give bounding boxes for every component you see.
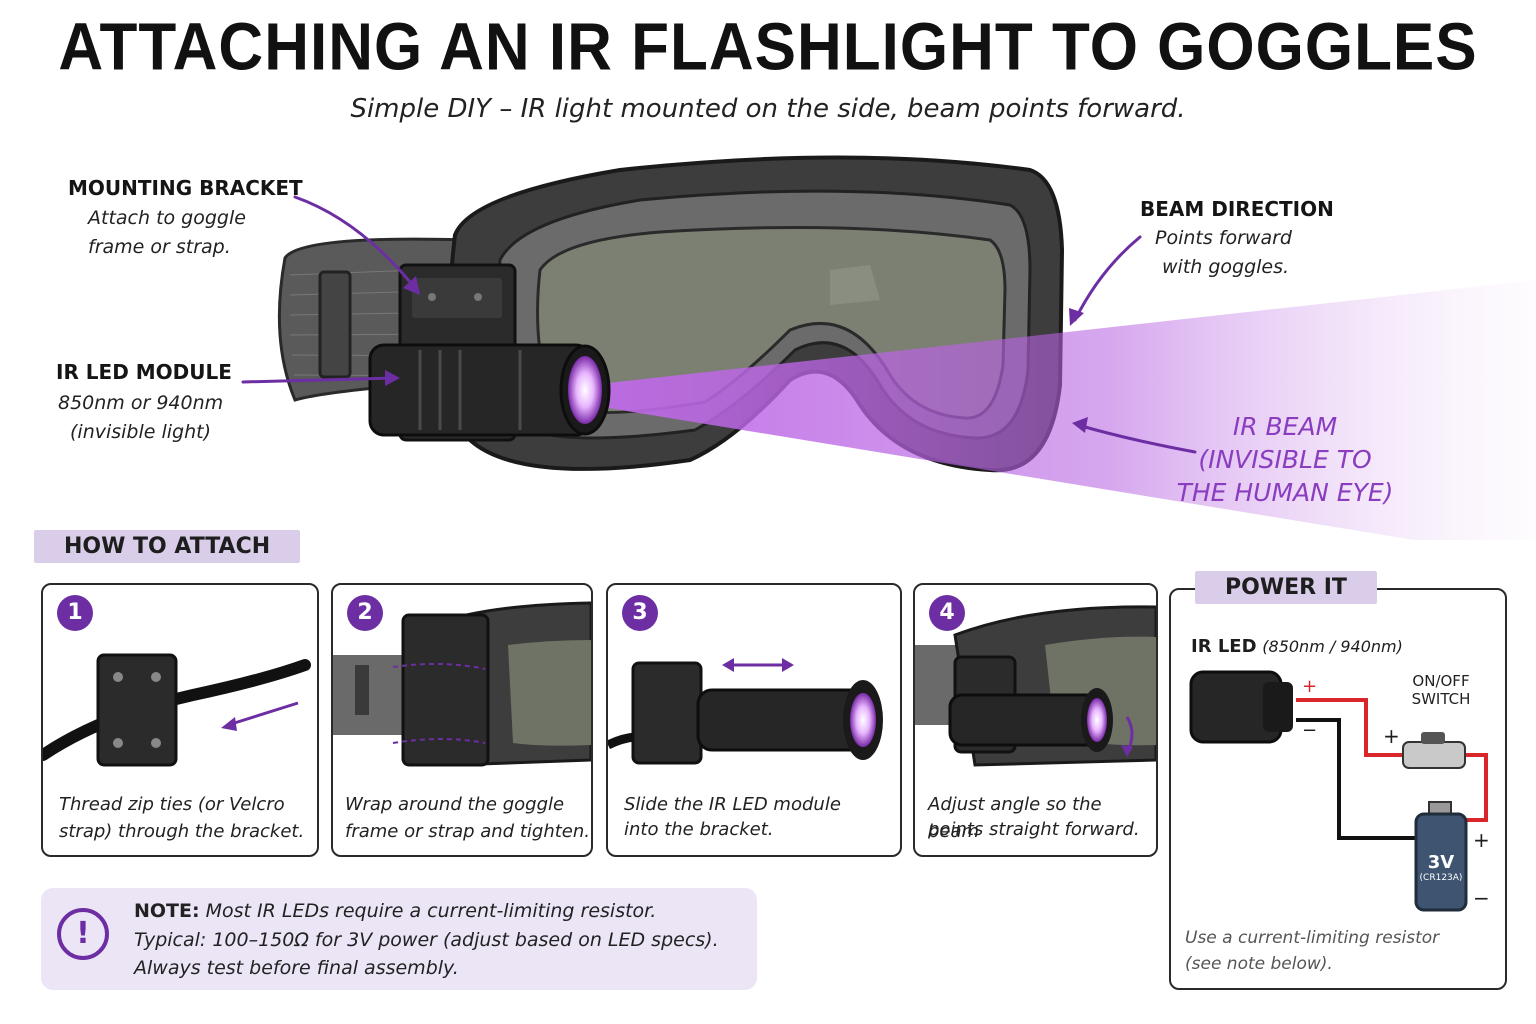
power-led-spec: (850nm / 940nm) bbox=[1262, 637, 1403, 656]
ir-beam-line1: IR BEAM bbox=[1232, 412, 1338, 441]
battery-voltage: 3V bbox=[1427, 852, 1455, 873]
led-plus-sign: + bbox=[1302, 676, 1318, 697]
step-4-line1: Adjust angle so the beam bbox=[928, 794, 1102, 842]
note-label: NOTE: bbox=[134, 900, 200, 922]
note-line2: Typical: 100–150Ω for 3V power (adjust b… bbox=[134, 929, 719, 951]
circuit-diagram bbox=[1189, 670, 1488, 912]
how-to-heading: HOW TO ATTACH bbox=[34, 530, 301, 563]
step-number-1: 1 bbox=[57, 595, 93, 631]
switch-plus-sign: + bbox=[1383, 724, 1400, 748]
switch-label: ON/OFF SWITCH bbox=[1411, 672, 1471, 708]
step-2-line2: frame or strap and tighten. bbox=[345, 821, 590, 842]
wrap-strap-icon bbox=[333, 601, 591, 767]
battery-plus-sign: + bbox=[1473, 828, 1490, 852]
warning-icon: ! bbox=[57, 908, 109, 960]
bracket-callout-title: MOUNTING BRACKET bbox=[68, 176, 303, 200]
beam-direction-line1: Points forward bbox=[1155, 227, 1292, 249]
led-callout-line1: 850nm or 940nm bbox=[58, 392, 224, 414]
ir-beam-line2: (INVISIBLE TO bbox=[1198, 445, 1372, 474]
step-number-3: 3 bbox=[622, 595, 658, 631]
step-card-4: 4 Adjust angle so the beam points straig… bbox=[913, 583, 1158, 857]
led-callout-line2: (invisible light) bbox=[70, 421, 212, 443]
battery-minus-sign: − bbox=[1473, 886, 1490, 910]
step-4-line2: points straight forward. bbox=[928, 819, 1140, 840]
ir-beam-line3: THE HUMAN EYE) bbox=[1176, 478, 1394, 507]
power-led-label-row: IR LED (850nm / 940nm) bbox=[1191, 636, 1403, 657]
slide-module-icon bbox=[608, 658, 883, 765]
battery-type: (CR123A) bbox=[1419, 873, 1463, 883]
step-3-line1: Slide the IR LED module bbox=[624, 794, 841, 815]
beam-direction-title: BEAM DIRECTION bbox=[1140, 197, 1334, 221]
led-minus-sign: − bbox=[1302, 720, 1318, 741]
led-callout-title: IR LED MODULE bbox=[56, 360, 232, 384]
power-caption-line1: Use a current-limiting resistor bbox=[1185, 928, 1440, 948]
ir-beam-label: IR BEAM (INVISIBLE TO THE HUMAN EYE) bbox=[1160, 410, 1410, 509]
beam-direction-line2: with goggles. bbox=[1162, 256, 1290, 278]
power-heading: POWER IT bbox=[1195, 571, 1377, 604]
step-card-3: 3 Slide the IR LED module into the brack… bbox=[606, 583, 902, 857]
step-card-2: 2 Wrap around the goggle frame or strap … bbox=[331, 583, 593, 857]
page-title: ATTACHING AN IR FLASHLIGHT TO GOGGLES bbox=[58, 10, 1478, 85]
switch-label-line2: SWITCH bbox=[1411, 690, 1471, 708]
step-number-2: 2 bbox=[347, 595, 383, 631]
power-caption-line2: (see note below). bbox=[1185, 954, 1333, 974]
step-1-line2: strap) through the bracket. bbox=[59, 821, 305, 842]
goggles-illustration bbox=[241, 155, 1536, 540]
step-number-4: 4 bbox=[929, 595, 965, 631]
step-card-1: 1 Thread zip ties (or Velcro strap) thro… bbox=[41, 583, 319, 857]
note-box: ! NOTE: Most IR LEDs require a current-l… bbox=[41, 888, 757, 990]
zip-tie-bracket-icon bbox=[43, 653, 311, 767]
page-subtitle: Simple DIY – IR light mounted on the sid… bbox=[350, 94, 1186, 124]
note-line1-text: Most IR LEDs require a current-limiting … bbox=[205, 900, 657, 922]
bracket-callout-line1: Attach to goggle bbox=[88, 207, 246, 229]
note-line3: Always test before final assembly. bbox=[134, 957, 459, 979]
adjust-angle-icon bbox=[915, 605, 1156, 767]
switch-label-line1: ON/OFF bbox=[1412, 672, 1470, 690]
power-led-label: IR LED bbox=[1191, 636, 1257, 657]
step-2-line1: Wrap around the goggle bbox=[345, 794, 565, 815]
power-panel: IR LED (850nm / 940nm) ON/OFF SWITCH + −… bbox=[1169, 588, 1507, 990]
bracket-callout-line2: frame or strap. bbox=[88, 236, 231, 258]
step-1-line1: Thread zip ties (or Velcro bbox=[59, 794, 285, 815]
note-line1: NOTE: Most IR LEDs require a current-lim… bbox=[134, 897, 656, 926]
step-3-line2: into the bracket. bbox=[624, 819, 774, 840]
